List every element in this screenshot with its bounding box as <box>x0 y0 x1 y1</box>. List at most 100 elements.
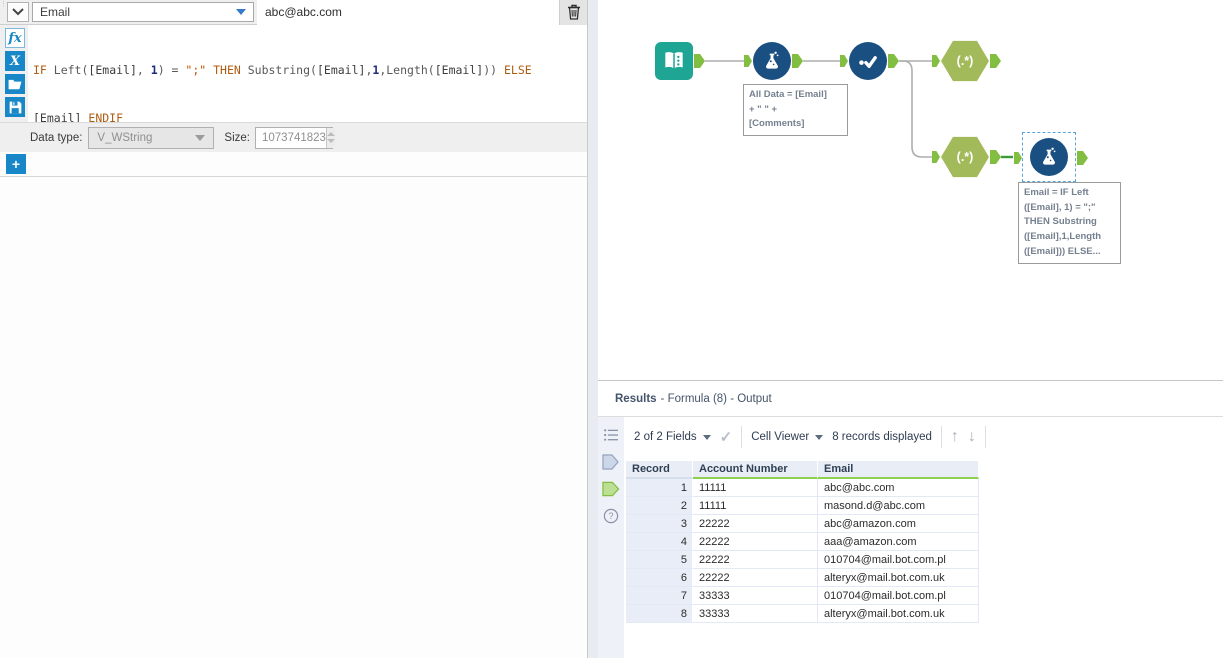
input-anchor[interactable] <box>744 55 752 67</box>
size-label: Size: <box>224 131 250 144</box>
annotation-line: Email = IF Left <box>1024 187 1089 198</box>
input-anchor[interactable] <box>840 55 848 67</box>
regex-hexagon-icon: (.*) <box>941 40 989 82</box>
expression-editor[interactable]: IF Left([Email], 1) = ";" THEN Substring… <box>28 25 587 125</box>
formula-flask-icon <box>753 42 791 80</box>
annotation-line: THEN Substring <box>1024 216 1097 228</box>
record-cell: 4 <box>626 533 693 551</box>
regex-label: (.*) <box>956 150 974 164</box>
regex-tool-2[interactable]: (.*) <box>932 136 1001 178</box>
formula-tool-1[interactable] <box>744 42 803 80</box>
annotation-formula-2[interactable]: Email = IF Left([Email], 1) = ";"THEN Su… <box>1018 182 1121 264</box>
columns-tab[interactable]: X <box>5 51 25 71</box>
input-anchor[interactable] <box>1014 152 1022 164</box>
column-header-email[interactable]: Email <box>818 461 979 479</box>
results-subtitle: - Formula (8) - Output <box>660 392 772 405</box>
formula-tool-2-selected[interactable] <box>1014 132 1088 182</box>
expression-header-row: ⋮ Email abc@abc.com <box>0 0 587 25</box>
account-number-cell: 22222 <box>693 569 818 587</box>
dropdown-caret-icon <box>702 434 711 440</box>
apply-check-icon[interactable]: ✓ <box>719 429 733 446</box>
svg-text:?: ? <box>608 511 613 521</box>
dropdown-caret-icon <box>195 134 206 141</box>
annotation-line: All Data = [Email] <box>749 89 827 100</box>
email-cell: abc@amazon.com <box>818 515 979 533</box>
regex-tool-1[interactable]: (.*) <box>932 40 1001 82</box>
help-icon[interactable]: ? <box>602 507 620 525</box>
output-anchor[interactable] <box>990 54 1001 68</box>
scroll-down-icon[interactable]: ↓ <box>967 428 976 445</box>
metadata-view-icon[interactable] <box>602 453 620 471</box>
record-cell: 6 <box>626 569 693 587</box>
trash-icon <box>567 4 580 20</box>
output-column-dropdown[interactable]: Email <box>32 2 254 22</box>
sample-value-text: abc@abc.com <box>265 5 342 19</box>
variable-x-icon: X <box>9 53 21 69</box>
results-content: 2 of 2 Fields ✓ Cell Viewer 8 records di… <box>624 417 1223 658</box>
cell-viewer-dropdown[interactable]: Cell Viewer <box>751 431 824 443</box>
scroll-up-icon[interactable]: ↑ <box>950 428 959 445</box>
delete-expression-button[interactable] <box>559 0 587 25</box>
spin-up-icon <box>326 132 335 136</box>
size-stepper[interactable] <box>325 127 335 148</box>
record-cell: 7 <box>626 587 693 605</box>
data-view-icon-active[interactable] <box>602 480 620 498</box>
email-cell: alteryx@mail.bot.com.uk <box>818 605 979 623</box>
drag-grip[interactable]: ⋮ <box>0 1 7 8</box>
column-header-account-number[interactable]: Account Number <box>693 461 818 479</box>
data-type-dropdown[interactable]: V_WString <box>88 126 215 149</box>
account-number-cell: 22222 <box>693 551 818 569</box>
select-tool[interactable] <box>840 42 899 80</box>
output-anchor[interactable] <box>792 54 803 68</box>
folder-icon <box>8 79 22 90</box>
account-number-cell: 22222 <box>693 533 818 551</box>
input-anchor[interactable] <box>932 55 940 67</box>
annotation-line: + " " + <box>749 103 778 115</box>
size-input[interactable]: 1073741823 <box>255 126 335 149</box>
fields-dropdown[interactable]: 2 of 2 Fields <box>634 431 711 443</box>
saved-expressions-tab[interactable] <box>5 97 25 117</box>
output-anchor[interactable] <box>888 54 899 68</box>
collapse-expression-button[interactable] <box>7 2 29 22</box>
add-expression-button[interactable]: + <box>6 154 26 174</box>
record-cell: 8 <box>626 605 693 623</box>
annotation-line: [Comments] <box>749 118 805 130</box>
workflow-canvas[interactable]: (.*) (.*) <box>598 0 1223 380</box>
account-number-cell: 33333 <box>693 605 818 623</box>
email-cell: alteryx@mail.bot.com.uk <box>818 569 979 587</box>
functions-tab[interactable]: fx <box>5 28 25 48</box>
input-data-tool[interactable] <box>655 42 705 80</box>
column-header-record[interactable]: Record <box>626 461 693 479</box>
email-cell: abc@abc.com <box>818 479 979 497</box>
config-list-icon[interactable] <box>602 426 620 444</box>
editor-tool-strip: fx X <box>0 25 28 122</box>
table-header-row: Record Account Number Email <box>626 461 979 479</box>
sample-value-field[interactable]: abc@abc.com <box>257 0 559 25</box>
output-anchor[interactable] <box>694 54 705 68</box>
results-toolbar: 2 of 2 Fields ✓ Cell Viewer 8 records di… <box>624 417 1223 457</box>
results-side-rail: ? <box>598 417 624 658</box>
annotation-formula-1[interactable]: All Data = [Email] + " " + [Comments] <box>743 84 848 137</box>
spin-down-icon <box>326 139 335 143</box>
output-anchor[interactable] <box>990 150 1001 164</box>
record-cell: 5 <box>626 551 693 569</box>
panel-divider[interactable] <box>588 0 598 658</box>
account-number-cell: 11111 <box>693 497 818 515</box>
output-anchor[interactable] <box>1077 151 1088 165</box>
dropdown-caret-icon <box>236 9 246 15</box>
email-cell: 010704@mail.bot.com.pl <box>818 587 979 605</box>
constants-tab[interactable] <box>5 74 25 94</box>
regex-label: (.*) <box>956 54 974 68</box>
input-anchor[interactable] <box>932 151 940 163</box>
